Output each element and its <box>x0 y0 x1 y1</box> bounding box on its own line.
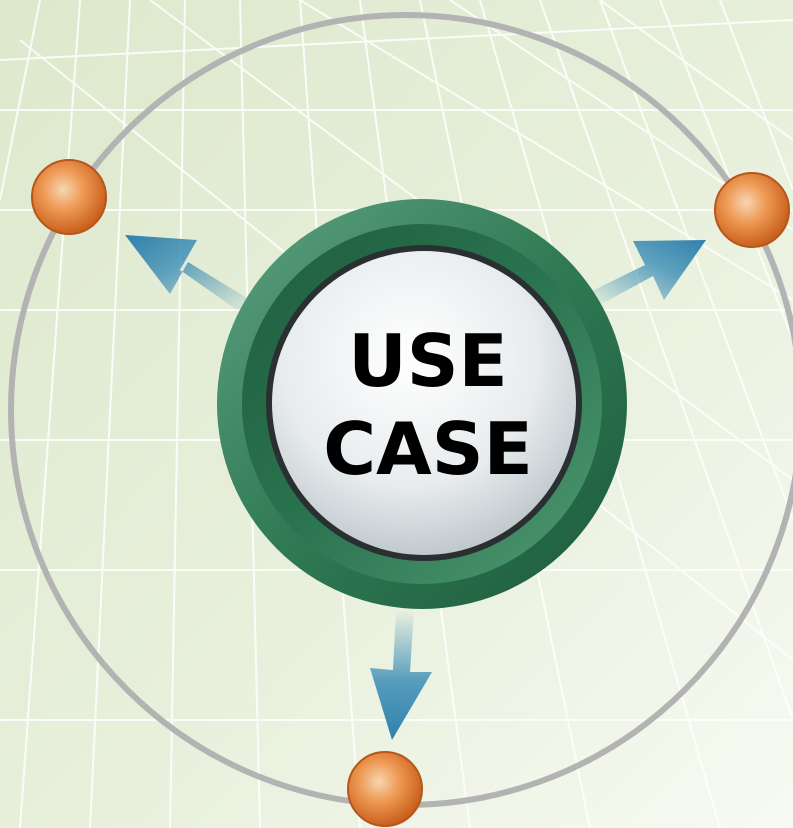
node-top-right <box>714 172 790 248</box>
center-label-line2: CASE <box>323 407 533 491</box>
center-button: USE CASE <box>217 199 627 609</box>
node-top-left <box>31 159 107 235</box>
button-face <box>272 251 576 555</box>
arrow-top-left <box>125 235 250 312</box>
center-label-line1: USE <box>348 319 508 403</box>
arrow-top-right <box>590 240 706 306</box>
node-bottom <box>347 751 423 827</box>
arrow-bottom <box>370 610 432 740</box>
